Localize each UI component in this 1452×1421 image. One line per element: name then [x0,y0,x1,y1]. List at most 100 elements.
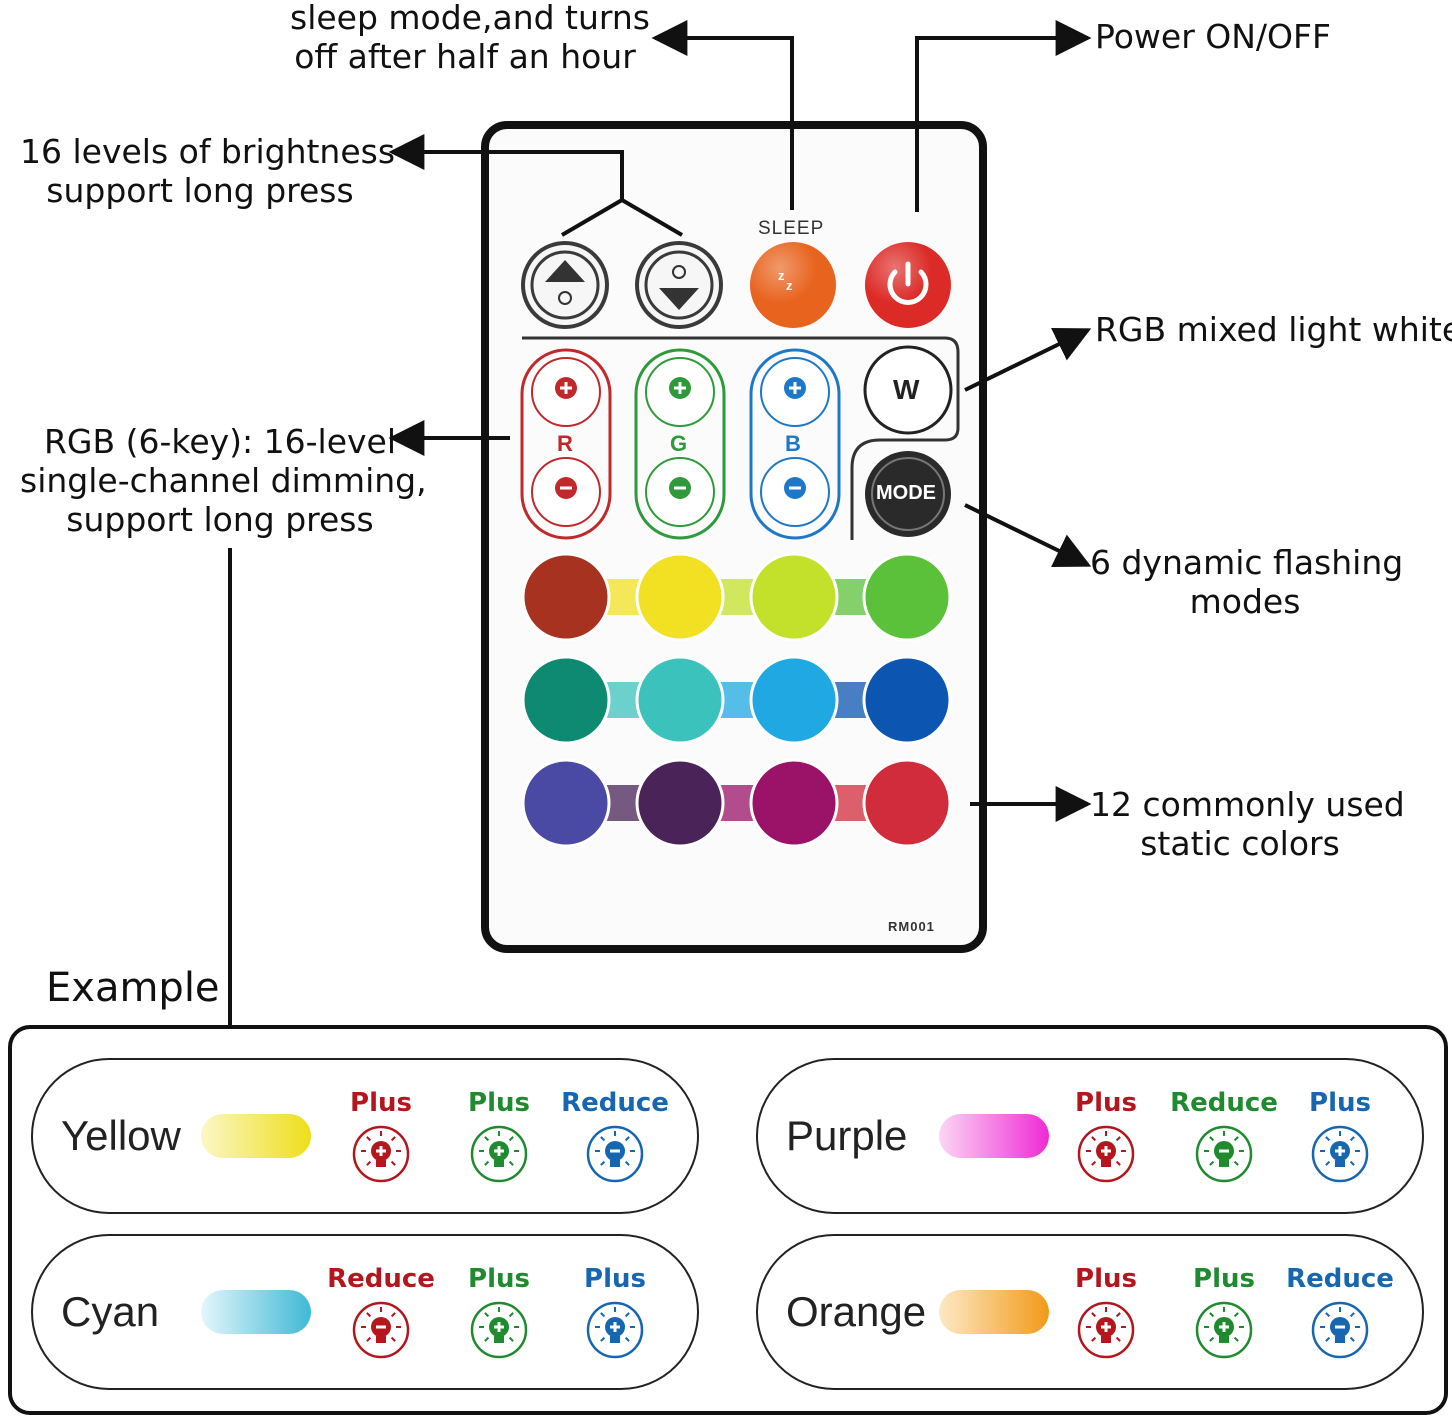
bulb-minus-icon [586,1125,644,1183]
svg-text:z: z [778,268,785,283]
sleep-callout-line-2: off after half an hour [294,37,636,76]
example-color-swatch [201,1114,311,1158]
power-arrow [915,20,1092,212]
white-button[interactable] [863,345,953,435]
power-callout: Power ON/OFF [1095,17,1331,56]
flash-callout-line-1: 6 dynamic flashing [1090,543,1404,582]
white-arrow [964,328,1092,392]
example-action-label: Plus [468,1088,530,1118]
static-color-grid [521,552,952,848]
brightness-arrow [388,134,624,200]
example-color-name: Purple [786,1112,908,1159]
bulb-minus-icon [1311,1301,1369,1359]
rgb-callout-line-1: RGB (6-key): 16-level [43,422,397,461]
power-button[interactable] [865,242,951,328]
bulb-plus-icon [352,1125,410,1183]
example-action-label: Plus [468,1264,530,1294]
channel-glyphs [560,382,801,490]
example-action-label: Reduce [561,1088,669,1118]
bulb-plus-icon [586,1301,644,1359]
bulb-plus-icon [470,1301,528,1359]
example-color-name: Orange [786,1288,927,1335]
color-button-7[interactable] [749,655,839,745]
sleep-callout-line-1: sleep mode,and turns [290,0,651,37]
brightness-callout-line-1: 16 levels of brightness [20,132,396,171]
brightness-down-button[interactable] [635,241,723,329]
bulb-plus-icon [1195,1301,1253,1359]
sleep-label: SLEEP [758,218,825,239]
sun-icon [558,291,572,305]
example-yellow [31,1058,699,1214]
rgb-callout-line-3: support long press [66,500,374,539]
channel-label-b: B [785,431,801,456]
bulb-minus-icon [1195,1125,1253,1183]
brightness-up-button[interactable] [521,241,609,329]
example-action-label: Plus [1075,1264,1137,1294]
static-callout-line-1: 12 commonly used [1090,785,1405,824]
example-color-swatch [939,1114,1049,1158]
example-color-name: Cyan [61,1288,160,1335]
color-button-10[interactable] [635,758,725,848]
sleep-button[interactable]: z z [750,242,836,328]
color-button-5[interactable] [521,655,611,745]
triangle-down-icon [659,288,699,310]
rgb-callout-line-2: single-channel dimming, [20,461,427,500]
example-action-label: Plus [1309,1088,1371,1118]
bulb-plus-icon [1311,1125,1369,1183]
callout-arrows [228,20,1092,1025]
static-callout-line-2: static colors [1140,824,1340,863]
sleep-arrow [651,20,794,210]
sun-icon [672,265,686,279]
channel-label-g: G [670,431,688,456]
bulb-plus-icon [1077,1301,1135,1359]
flash-callout: 6 dynamic flashing modes [1090,543,1404,621]
bulb-plus-icon [470,1125,528,1183]
color-button-1[interactable] [521,552,611,642]
rgb-callout: RGB (6-key): 16-level single-channel dim… [20,422,427,539]
flash-arrow [964,503,1092,567]
example-action-label: Plus [350,1088,412,1118]
triangle-up-icon [545,260,585,282]
brightness-callout-line-2: support long press [46,171,354,210]
color-button-2[interactable] [635,552,725,642]
example-action-label: Reduce [1170,1088,1278,1118]
example-color-swatch [939,1290,1049,1334]
color-button-8[interactable] [862,655,952,745]
button-divider [522,336,960,540]
channel-red [520,348,612,540]
bulb-plus-icon [1077,1125,1135,1183]
example-action-label: Plus [1193,1264,1255,1294]
brightness-callout: 16 levels of brightness support long pre… [20,132,396,210]
color-button-6[interactable] [635,655,725,745]
flash-callout-line-2: modes [1189,582,1301,621]
sleep-callout: sleep mode,and turns off after half an h… [290,0,651,76]
svg-text:z: z [786,278,793,293]
color-button-3[interactable] [749,552,839,642]
example-action-label: Reduce [327,1264,435,1294]
power-callout-line: Power ON/OFF [1095,17,1331,56]
static-callout: 12 commonly used static colors [1090,785,1405,863]
channel-label-r: R [557,431,573,456]
white-callout-line: RGB mixed light white [1095,310,1452,349]
model-number: RM001 [888,919,935,934]
brightness-fork [560,197,684,237]
bulb-minus-icon [352,1301,410,1359]
example-panel [8,1025,1448,1415]
example-action-label: Reduce [1286,1264,1394,1294]
power-icon [887,269,929,305]
example-action-label: Plus [584,1264,646,1294]
example-title: Example [46,965,220,1011]
white-callout: RGB mixed light white [1095,310,1452,349]
channel-blue [749,348,841,540]
mode-button-label: MODE [876,482,936,504]
white-button-label: W [893,374,920,405]
mode-button[interactable] [865,451,951,537]
example-action-label: Plus [1075,1088,1137,1118]
color-button-12[interactable] [862,758,952,848]
example-color-name: Yellow [61,1112,181,1159]
color-button-9[interactable] [521,758,611,848]
color-button-4[interactable] [862,552,952,642]
color-button-11[interactable] [749,758,839,848]
example-color-swatch [201,1290,311,1334]
